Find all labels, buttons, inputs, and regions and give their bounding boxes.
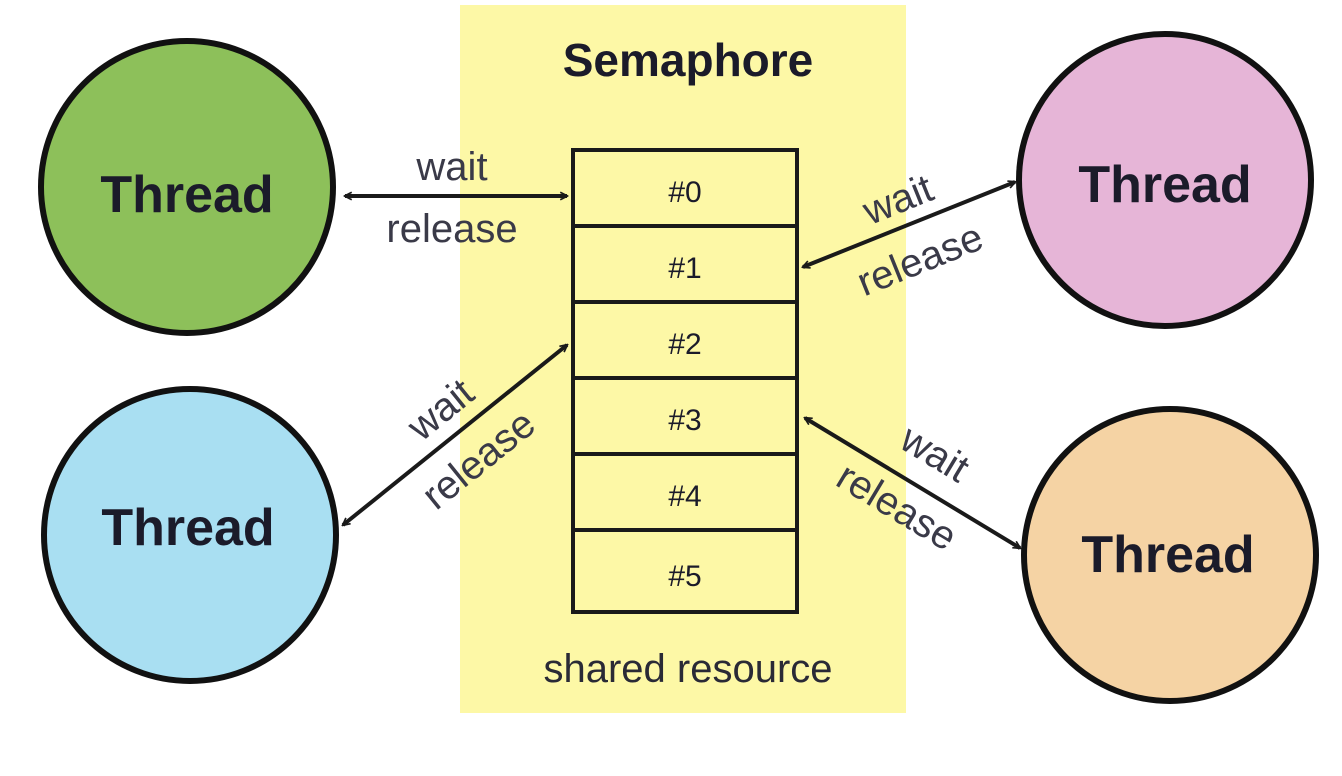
thread-circle	[1021, 406, 1319, 704]
semaphore-title: Semaphore	[563, 34, 814, 86]
edge-arrow-top-right	[803, 180, 1015, 269]
thread-circle	[38, 38, 336, 336]
thread-bottom-left: Thread	[41, 386, 339, 684]
thread-top-left: Thread	[38, 38, 336, 336]
slot-0: #0	[571, 148, 799, 228]
thread-circle	[1016, 31, 1314, 329]
thread-label: Thread	[1081, 526, 1254, 584]
thread-circle	[41, 386, 339, 684]
slot-2: #2	[571, 300, 799, 380]
slot-5: #5	[571, 528, 799, 614]
slot-label: #1	[668, 252, 701, 285]
slot-1: #1	[571, 224, 799, 304]
slot-label: #0	[668, 176, 701, 209]
thread-top-right: Thread	[1016, 31, 1314, 329]
slot-label: #3	[668, 404, 701, 437]
edge-release-label: release	[386, 207, 517, 251]
edge-arrow-bottom-right	[805, 416, 1020, 550]
slot-stack: #0 #1 #2 #3 #4 #5	[571, 148, 799, 614]
semaphore-caption: shared resource	[543, 647, 832, 691]
thread-label: Thread	[100, 166, 273, 224]
thread-bottom-right: Thread	[1021, 406, 1319, 704]
thread-label: Thread	[101, 499, 274, 557]
slot-4: #4	[571, 452, 799, 532]
slot-3: #3	[571, 376, 799, 456]
slot-label: #4	[668, 480, 701, 513]
edge-wait-label: wait	[415, 145, 487, 189]
thread-label: Thread	[1078, 156, 1251, 214]
edge-arrow-bottom-left	[343, 345, 567, 525]
slot-label: #2	[668, 328, 701, 361]
slot-label: #5	[668, 560, 701, 593]
